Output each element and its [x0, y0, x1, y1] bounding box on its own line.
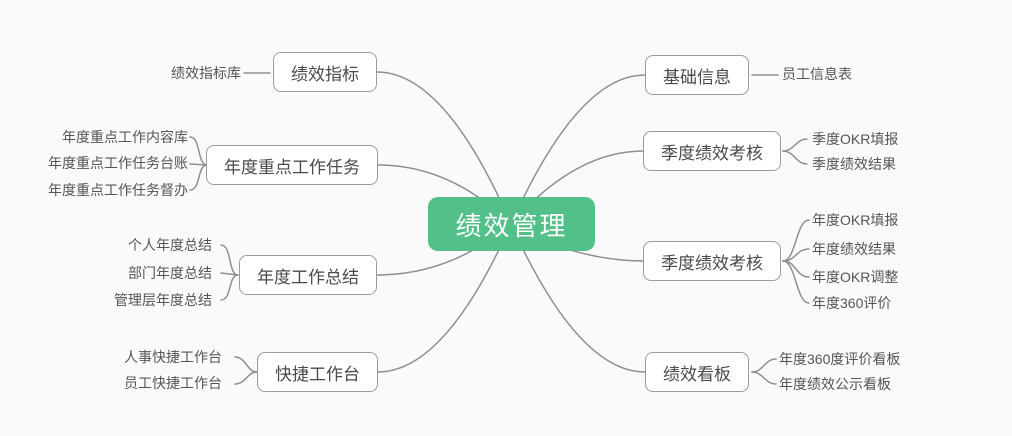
node-quarterly-performance-review[interactable]: 季度绩效考核 [643, 131, 781, 171]
edge-root-to-basic-info [510, 74, 646, 225]
leaf-annual-okr-adjust[interactable]: 年度OKR调整 [812, 269, 899, 285]
node-quarterly-performance-review-2[interactable]: 季度绩效考核 [643, 241, 781, 281]
leaf-employee-info[interactable]: 员工信息表 [782, 66, 852, 82]
edge-leaf-management-summary [220, 274, 239, 301]
edge-leaf-employee-workbench [234, 371, 258, 385]
leaf-quarterly-result[interactable]: 季度绩效结果 [812, 156, 896, 172]
node-performance-dashboard[interactable]: 绩效看板 [645, 352, 749, 392]
edge-leaf-publicity-dashboard [751, 371, 777, 385]
edge-leaf-key-task-ledger [189, 163, 208, 166]
leaf-personal-summary[interactable]: 个人年度总结 [128, 237, 212, 253]
edge-leaf-personal-summary [220, 244, 239, 276]
edge-leaf-y-okr [782, 219, 810, 262]
leaf-annual-360-review[interactable]: 年度360评价 [812, 295, 892, 311]
leaf-annual-okr-filing[interactable]: 年度OKR填报 [812, 212, 899, 228]
node-quick-workbench[interactable]: 快捷工作台 [257, 352, 378, 392]
edge-leaf-key-task-content [189, 136, 208, 166]
leaf-key-task-supervision[interactable]: 年度重点工作任务督办 [48, 182, 188, 198]
edge-leaf-hr-workbench [234, 356, 258, 373]
leaf-hr-workbench[interactable]: 人事快捷工作台 [124, 349, 222, 365]
leaf-annual-result[interactable]: 年度绩效结果 [812, 241, 896, 257]
leaf-employee-workbench[interactable]: 员工快捷工作台 [124, 375, 222, 391]
edge-leaf-key-task-supervision [189, 164, 208, 191]
leaf-publicity-dashboard[interactable]: 年度绩效公示看板 [779, 376, 891, 392]
node-basic-info[interactable]: 基础信息 [645, 55, 749, 95]
leaf-360-review-dashboard[interactable]: 年度360度评价看板 [779, 351, 901, 367]
edge-root-to-performance-dashboard [510, 223, 646, 373]
edge-leaf-y-360 [782, 260, 810, 304]
leaf-kpi-library[interactable]: 绩效指标库 [171, 65, 241, 81]
leaf-key-task-ledger[interactable]: 年度重点工作任务台账 [48, 155, 188, 171]
edge-leaf-360-dashboard [751, 358, 777, 373]
edge-root-to-quick-workbench [377, 223, 512, 373]
leaf-management-summary[interactable]: 管理层年度总结 [114, 292, 212, 308]
node-annual-key-tasks[interactable]: 年度重点工作任务 [206, 145, 378, 185]
edge-leaf-department-summary [220, 272, 239, 276]
leaf-department-summary[interactable]: 部门年度总结 [128, 265, 212, 281]
node-performance-indicator[interactable]: 绩效指标 [273, 52, 377, 92]
root-node[interactable]: 绩效管理 [428, 197, 595, 251]
edge-leaf-q-okr [782, 138, 808, 152]
node-annual-work-summary[interactable]: 年度工作总结 [239, 255, 377, 295]
edge-root-to-performance-indicator [376, 71, 512, 225]
leaf-key-task-content[interactable]: 年度重点工作内容库 [62, 129, 188, 145]
leaf-quarterly-okr-filing[interactable]: 季度OKR填报 [812, 131, 899, 147]
edge-leaf-q-result [782, 150, 808, 165]
